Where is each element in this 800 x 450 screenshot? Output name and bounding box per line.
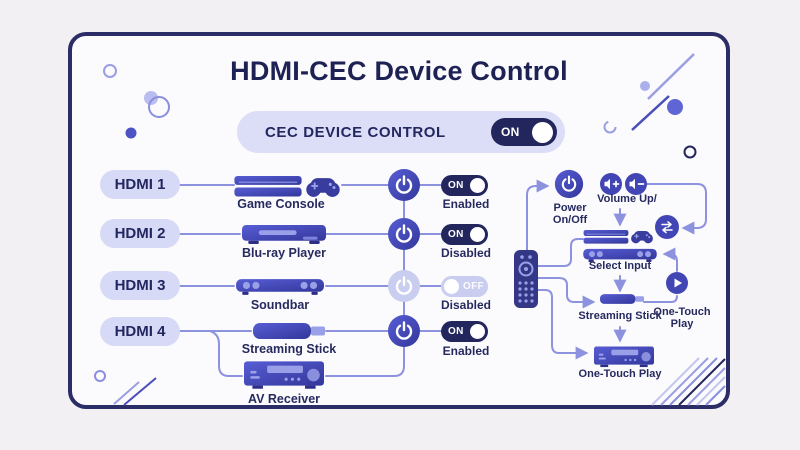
flow-label-power-line1: Power	[553, 202, 587, 214]
device-label-streaming-stick: Streaming Stick	[241, 342, 337, 356]
cec-master-control: CEC DEVICE CONTROL ON	[237, 111, 565, 153]
toggle-hdmi3-state: OFF	[463, 281, 484, 292]
toggle-knob	[470, 324, 485, 339]
flow-av-receiver-icon	[594, 346, 654, 368]
power-node-hdmi1-icon[interactable]	[387, 168, 421, 202]
device-label-game-console: Game Console	[237, 197, 325, 211]
streaming-stick-icon	[253, 323, 325, 339]
flow-label-power-line2: On/Off	[552, 213, 588, 226]
power-node-hdmi2-icon[interactable]	[387, 217, 421, 251]
decorative-shapes	[94, 53, 726, 406]
toggle-hdmi2[interactable]: ON	[441, 224, 488, 245]
remote-control-icon	[514, 250, 538, 308]
flow-streaming-stick-icon	[600, 294, 644, 304]
input-switch-icon	[655, 215, 679, 239]
status-hdmi4: Enabled	[442, 344, 490, 358]
volume-down-icon	[625, 173, 647, 195]
power-rail-stubs	[420, 184, 441, 332]
flow-game-console-icon	[583, 230, 629, 244]
toggle-hdmi4[interactable]: ON	[441, 321, 488, 342]
hdmi-port-3: HDMI 3	[100, 271, 180, 300]
toggle-hdmi2-state: ON	[448, 229, 464, 240]
hdmi-port-2: HDMI 2	[100, 219, 180, 248]
hdmi-port-4: HDMI 4	[100, 317, 180, 346]
cec-master-toggle-state: ON	[501, 125, 520, 139]
hdmi-connector-lines	[179, 184, 405, 377]
soundbar-icon	[236, 279, 324, 295]
flow-label-select-input: Select Input	[588, 260, 652, 272]
flow-connector-lines	[526, 179, 707, 360]
toggle-knob	[470, 178, 485, 193]
gamepad-icon	[306, 177, 340, 198]
toggle-hdmi1-state: ON	[448, 180, 464, 191]
av-receiver-icon	[244, 361, 324, 389]
device-label-av-receiver: AV Receiver	[247, 392, 321, 406]
flow-label-streaming-stick: Streaming Stick	[578, 310, 662, 322]
toggle-hdmi1[interactable]: ON	[441, 175, 488, 196]
volume-up-icon	[600, 173, 622, 195]
cec-master-toggle[interactable]: ON	[491, 118, 557, 146]
status-hdmi3: Disabled	[440, 298, 492, 312]
power-node-hdmi3-icon[interactable]	[387, 269, 421, 303]
flow-label-power: Power On/Off	[552, 202, 588, 226]
status-hdmi2: Disabled	[440, 246, 492, 260]
cec-master-label: CEC DEVICE CONTROL	[265, 123, 446, 141]
toggle-knob	[532, 121, 553, 143]
flow-label-one-touch-play-side: One-Touch Play	[653, 306, 711, 330]
game-console-icon	[234, 176, 302, 197]
device-label-blu-ray-player: Blu-ray Player	[241, 246, 327, 260]
status-hdmi1: Enabled	[442, 197, 490, 211]
device-label-soundbar: Soundbar	[250, 298, 310, 312]
toggle-knob	[444, 279, 459, 294]
play-icon	[666, 272, 688, 294]
flow-label-one-touch-line2: Play	[670, 317, 694, 330]
flow-label-one-touch-play-bottom: One-Touch Play	[578, 368, 662, 380]
flow-label-one-touch-line1: One-Touch	[653, 306, 711, 318]
toggle-hdmi3[interactable]: OFF	[441, 276, 488, 297]
power-node-hdmi4-icon[interactable]	[387, 314, 421, 348]
flow-label-volume: Volume Up/	[597, 193, 657, 205]
hdmi-port-1: HDMI 1	[100, 170, 180, 199]
toggle-knob	[470, 227, 485, 242]
flow-gamepad-icon	[631, 230, 653, 244]
page-title: HDMI-CEC Device Control	[230, 56, 568, 86]
blu-ray-player-icon	[242, 225, 326, 244]
toggle-hdmi4-state: ON	[448, 326, 464, 337]
power-icon	[554, 169, 584, 199]
